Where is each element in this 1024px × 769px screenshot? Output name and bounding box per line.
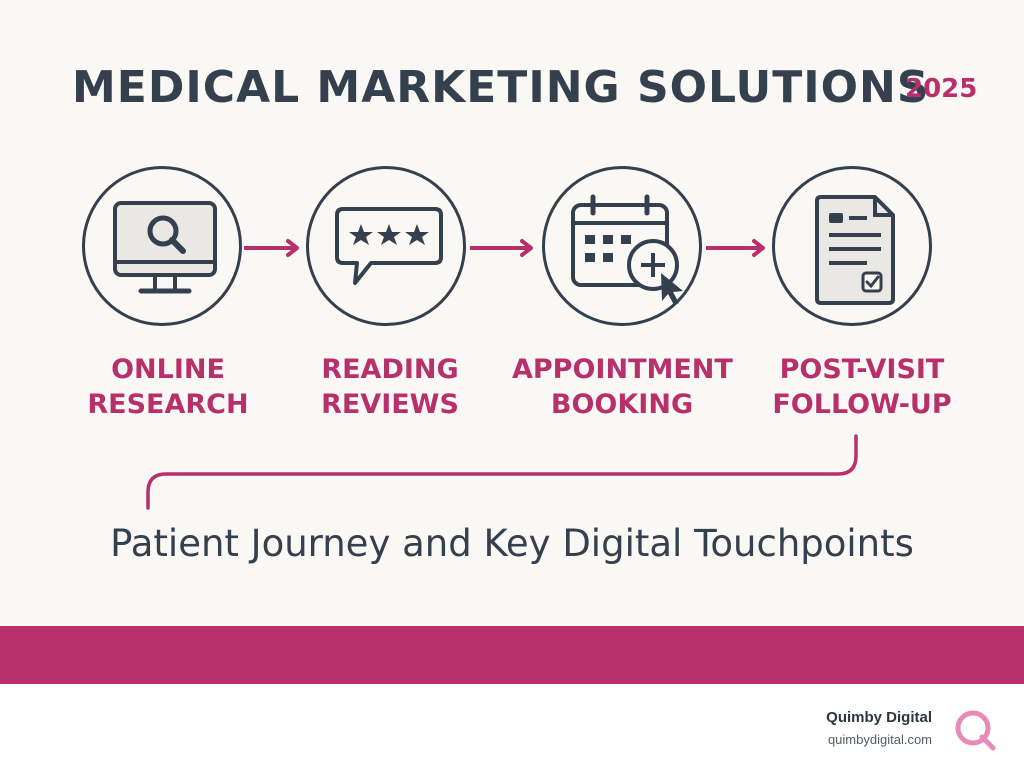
journey-subtitle: Patient Journey and Key Digital Touchpoi… (110, 522, 914, 565)
step-label-line: RESEARCH (87, 389, 249, 420)
step-label-reading-reviews: READING REVIEWS (280, 352, 500, 422)
accent-band (0, 626, 1024, 684)
step-online-research (82, 166, 242, 326)
step-label-line: FOLLOW-UP (772, 389, 952, 420)
step-reading-reviews (306, 166, 466, 326)
arrow-right-icon (470, 239, 533, 257)
calendar-add-icon (571, 194, 683, 305)
step-label-line: APPOINTMENT (512, 354, 733, 385)
brand-name: Quimby Digital (826, 709, 932, 726)
step-label-line: REVIEWS (321, 389, 459, 420)
arrow-right-icon (244, 239, 299, 257)
step-label-line: BOOKING (550, 389, 694, 420)
step-label-post-visit-follow-up: POST-VISIT FOLLOW-UP (752, 352, 972, 422)
step-appointment-booking (542, 166, 702, 326)
page-title: MEDICAL MARKETING SOLUTIONS (72, 62, 930, 113)
monitor-search-icon (113, 201, 217, 294)
brand-url: quimbydigital.com (827, 732, 932, 747)
step-label-line: ONLINE (111, 354, 225, 385)
review-stars-icon (335, 207, 443, 285)
document-check-icon (815, 195, 895, 305)
year-label: 2025 (905, 74, 978, 104)
arrow-right-icon (706, 239, 765, 257)
footer (0, 684, 1024, 769)
step-label-line: READING (321, 354, 459, 385)
step-label-online-research: ONLINE RESEARCH (58, 352, 278, 422)
step-label-line: POST-VISIT (779, 354, 945, 385)
step-label-appointment-booking: APPOINTMENT BOOKING (512, 352, 733, 422)
q-logo-icon (955, 710, 996, 751)
step-post-visit-follow-up (772, 166, 932, 326)
